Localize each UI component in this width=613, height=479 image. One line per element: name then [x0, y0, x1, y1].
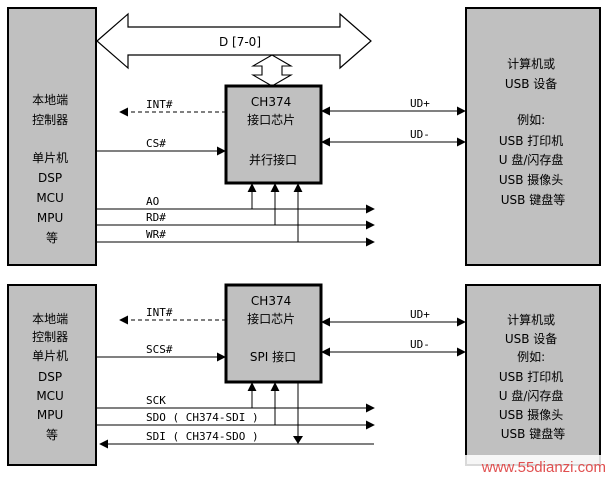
usb-device-label-bottom: 计算机或 USB 设备 例如: USB 打印机 U 盘/闪存盘 USB 摄像头 … [499, 312, 567, 441]
scs-signal-bottom: SCS# [96, 343, 226, 362]
udp-signal-bottom: UD+ [321, 308, 466, 327]
ch374-chip-label-bottom: CH374 接口芯片 SPI 接口 [247, 294, 299, 364]
svg-text:UD+: UD+ [410, 97, 430, 110]
svg-text:UD-: UD- [410, 128, 430, 141]
usb-device-label-top: 计算机或 USB 设备 例如: USB 打印机 U 盘/闪存盘 USB 摄像头 … [499, 56, 567, 207]
cs-signal-top: CS# [96, 137, 226, 156]
svg-text:INT#: INT# [146, 98, 173, 111]
host-controller-box-bottom [7, 284, 97, 466]
svg-text:AO: AO [146, 195, 159, 208]
udm-signal-top: UD- [321, 128, 466, 147]
rd-signal-top: RD# [96, 183, 375, 230]
int-signal-top: INT# [119, 98, 226, 117]
svg-text:INT#: INT# [146, 306, 173, 319]
sdi-signal-bottom: SDI ( CH374-SDO ) [99, 382, 374, 449]
usb-device-box-bottom [465, 284, 601, 466]
udm-signal-bottom: UD- [321, 338, 466, 357]
svg-text:SCK: SCK [146, 394, 166, 407]
host-controller-label-bottom: 本地端 控制器 单片机 DSP MCU MPU 等 [32, 312, 72, 442]
bus-to-chip-arrow [250, 54, 294, 87]
data-bus-label: D [7-0] [219, 35, 261, 49]
a0-signal-top: AO [96, 183, 375, 214]
wr-signal-top: WR# [96, 183, 375, 247]
svg-text:RD#: RD# [146, 211, 166, 224]
svg-text:WR#: WR# [146, 228, 166, 241]
svg-text:UD-: UD- [410, 338, 430, 351]
ch374-chip-box-top [224, 84, 323, 185]
sdo-signal-bottom: SDO ( CH374-SDI ) [96, 382, 375, 430]
watermark-text: www.55dianzi.com [481, 459, 606, 476]
ch374-chip-label-top: CH374 接口芯片 并行接口 [247, 95, 299, 167]
ch374-chip-box-bottom [224, 283, 323, 384]
svg-text:CS#: CS# [146, 137, 166, 150]
int-signal-bottom: INT# [119, 306, 226, 325]
host-controller-box-top [7, 7, 97, 266]
svg-text:SDI ( CH374-SDO ): SDI ( CH374-SDO ) [146, 430, 259, 443]
udp-signal-top: UD+ [321, 97, 466, 116]
host-controller-label-top: 本地端 控制器 单片机 DSP MCU MPU 等 [32, 93, 72, 245]
data-bus-arrow [96, 12, 372, 70]
usb-device-box-top [465, 7, 601, 266]
watermark-backdrop [430, 455, 605, 477]
svg-text:SDO ( CH374-SDI ): SDO ( CH374-SDI ) [146, 411, 259, 424]
svg-text:SCS#: SCS# [146, 343, 173, 356]
svg-text:UD+: UD+ [410, 308, 430, 321]
sck-signal-bottom: SCK [96, 382, 375, 413]
